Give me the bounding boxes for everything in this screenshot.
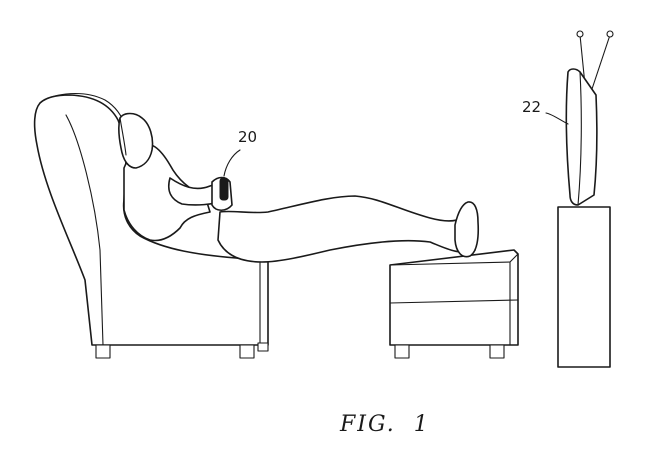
tv-antenna-right xyxy=(589,34,611,96)
controller: 20 xyxy=(219,128,257,201)
armchair-back xyxy=(33,94,269,346)
person-legs xyxy=(217,195,476,263)
person xyxy=(118,112,480,263)
tv-ref-label: 22 xyxy=(522,98,541,116)
tv-screen-edge xyxy=(577,71,582,206)
ottoman-leg-left xyxy=(394,344,410,359)
tv-leader-line xyxy=(545,112,569,125)
ottoman-leg-right xyxy=(489,344,505,359)
figure-caption: FIG. 1 xyxy=(340,412,430,437)
television: 22 xyxy=(522,30,614,368)
ottoman-seam xyxy=(389,299,519,304)
tv-antenna-tip-left xyxy=(576,30,584,38)
tv-antenna-tip-right xyxy=(606,30,614,38)
controller-leader-line xyxy=(223,149,241,177)
person-head xyxy=(118,112,154,169)
controller-body xyxy=(219,177,229,201)
armchair xyxy=(33,92,269,359)
armchair-leg-left xyxy=(95,344,111,359)
armchair-leg-right xyxy=(239,344,255,359)
controller-ref-label: 20 xyxy=(238,128,257,146)
ottoman xyxy=(389,249,519,359)
person-foot xyxy=(454,201,480,258)
tv-stand xyxy=(557,206,611,368)
armchair-inner-wing xyxy=(65,114,104,346)
person-hair xyxy=(119,117,127,156)
armchair-leg-back xyxy=(257,342,269,352)
